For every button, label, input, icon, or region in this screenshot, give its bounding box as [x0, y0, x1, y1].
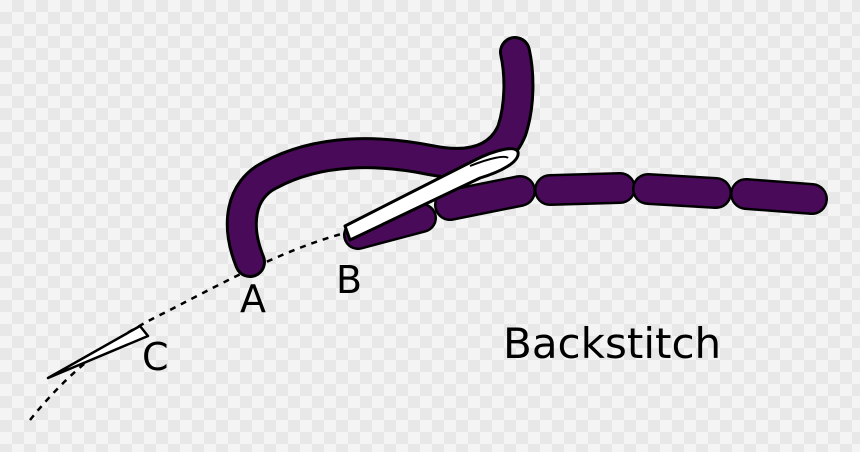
- working-thread: [225, 36, 535, 278]
- stitch-segment-fill: [436, 177, 534, 219]
- needle-b: [343, 147, 520, 242]
- label-point-a: A: [240, 277, 266, 321]
- stitch-segment-fill: [536, 174, 634, 204]
- existing-stitches: [434, 172, 828, 221]
- label-point-b: B: [336, 258, 362, 302]
- needle-c: [46, 324, 150, 380]
- label-point-c: C: [142, 335, 169, 379]
- stitch-line: [29, 231, 346, 421]
- stitch-segment-fill: [634, 175, 730, 207]
- stitch-segment-fill: [732, 180, 826, 213]
- diagram-title: Backstitch: [503, 319, 721, 368]
